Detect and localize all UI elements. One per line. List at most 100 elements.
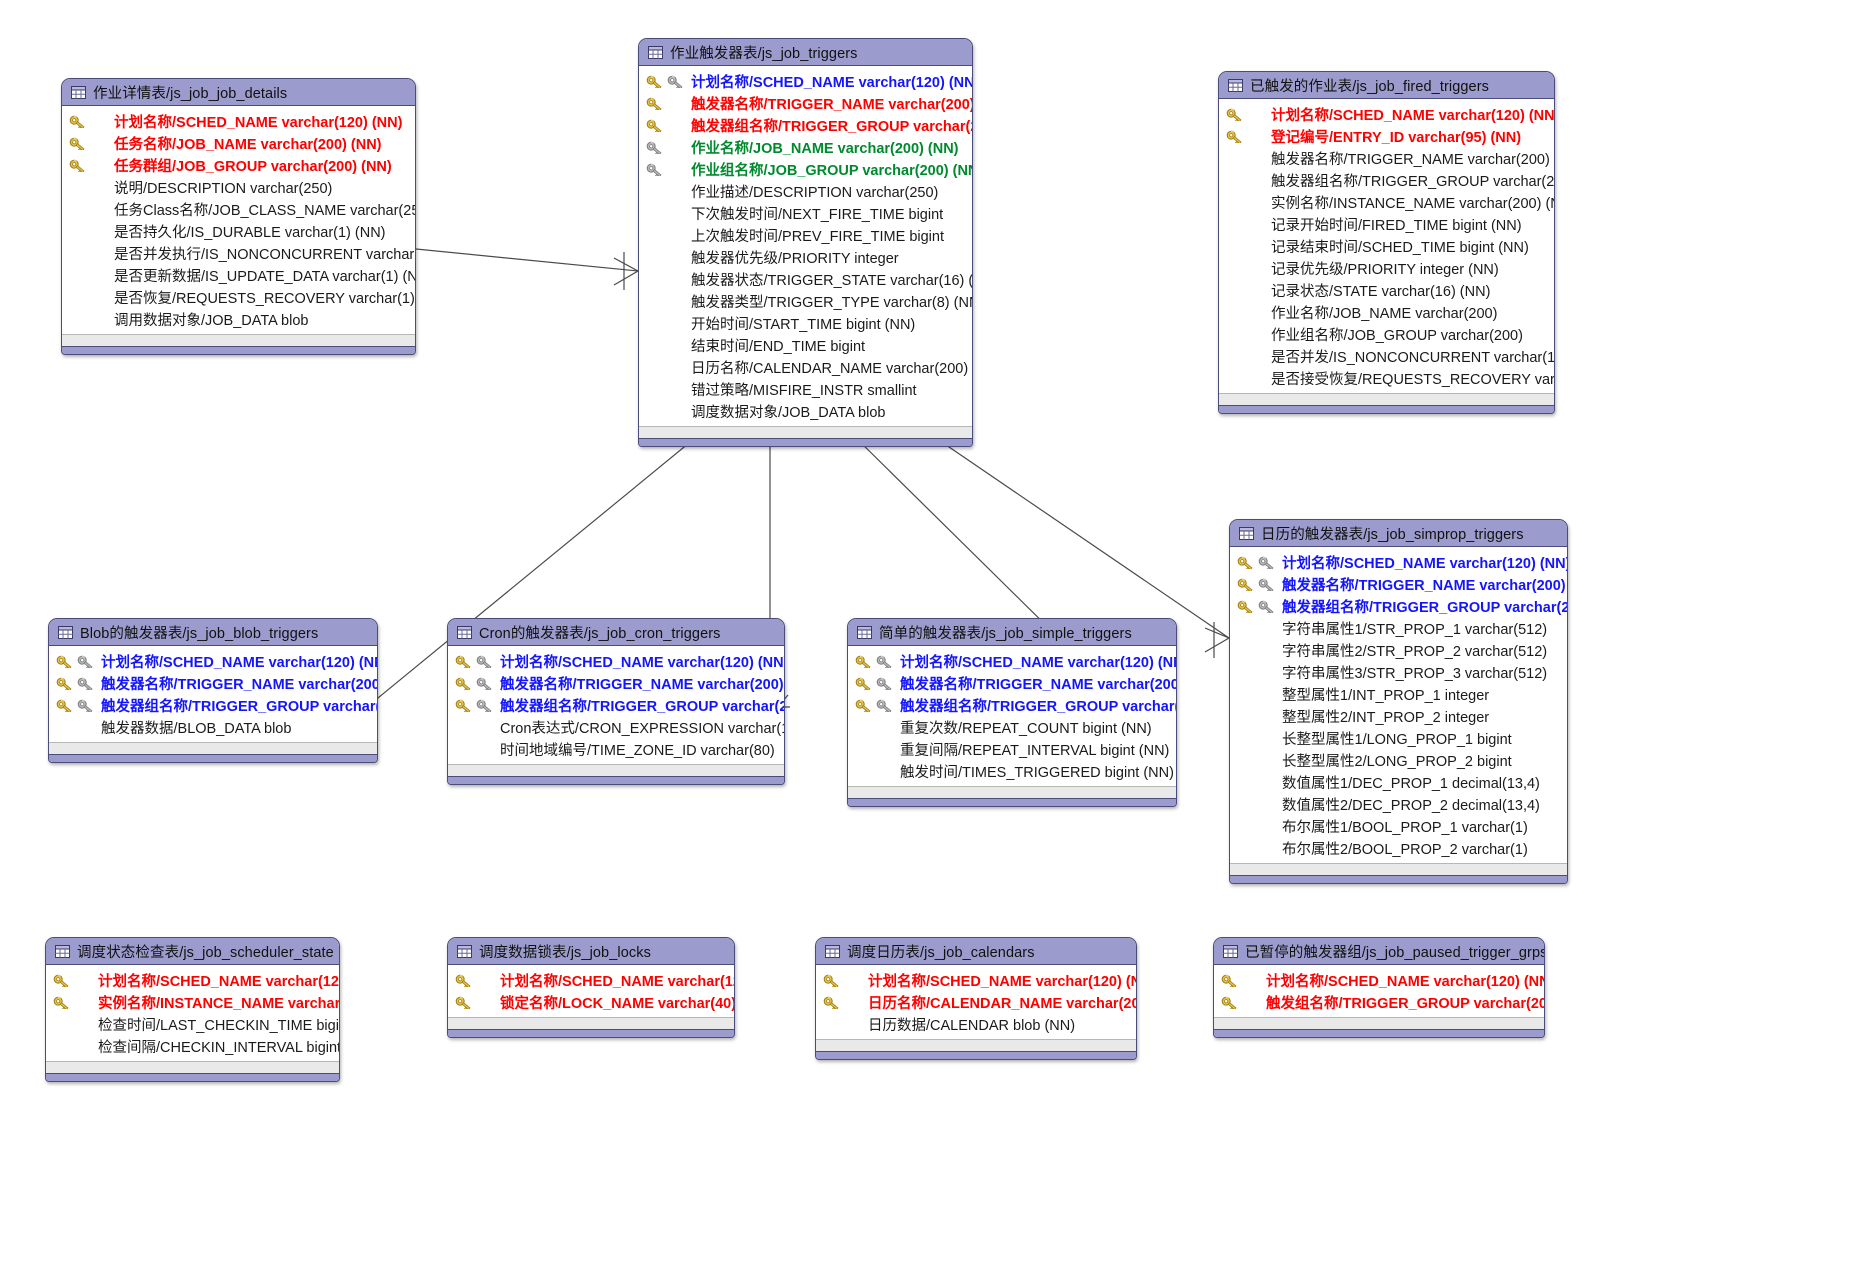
column-row[interactable]: 是否恢复/REQUESTS_RECOVERY varchar(1) (NN) (62, 286, 415, 308)
entity-calendars[interactable]: 调度日历表/js_job_calendars 计划名称/SCHED_NAME va… (815, 937, 1137, 1060)
column-row[interactable]: 日历数据/CALENDAR blob (NN) (816, 1013, 1136, 1035)
column-row[interactable]: 计划名称/SCHED_NAME varchar(120) (NN) (639, 70, 972, 92)
column-row[interactable]: 实例名称/INSTANCE_NAME varchar(200) (NN) (46, 991, 339, 1013)
column-row[interactable]: 触发器组名称/TRIGGER_GROUP varchar(200) (NN) (1230, 595, 1567, 617)
column-row[interactable]: 检查时间/LAST_CHECKIN_TIME bigint (NN) (46, 1013, 339, 1035)
column-row[interactable]: 说明/DESCRIPTION varchar(250) (62, 176, 415, 198)
column-row[interactable]: 触发器组名称/TRIGGER_GROUP varchar(200) (NN) (49, 694, 377, 716)
entity-header-job_details[interactable]: 作业详情表/js_job_job_details (62, 79, 415, 106)
entity-header-job_triggers[interactable]: 作业触发器表/js_job_triggers (639, 39, 972, 66)
column-row[interactable]: 作业组名称/JOB_GROUP varchar(200) (1219, 323, 1554, 345)
entity-header-locks[interactable]: 调度数据锁表/js_job_locks (448, 938, 734, 965)
column-row[interactable]: 计划名称/SCHED_NAME varchar(120) (NN) (448, 969, 734, 991)
column-row[interactable]: 重复间隔/REPEAT_INTERVAL bigint (NN) (848, 738, 1176, 760)
column-row[interactable]: 登记编号/ENTRY_ID varchar(95) (NN) (1219, 125, 1554, 147)
column-row[interactable]: 日历名称/CALENDAR_NAME varchar(200) (639, 356, 972, 378)
column-row[interactable]: 触发器名称/TRIGGER_NAME varchar(200) (NN) (1230, 573, 1567, 595)
column-row[interactable]: 是否更新数据/IS_UPDATE_DATA varchar(1) (NN) (62, 264, 415, 286)
column-row[interactable]: 字符串属性2/STR_PROP_2 varchar(512) (1230, 639, 1567, 661)
column-row[interactable]: 触发器组名称/TRIGGER_GROUP varchar(200) (NN) (448, 694, 784, 716)
column-row[interactable]: 开始时间/START_TIME bigint (NN) (639, 312, 972, 334)
column-row[interactable]: 触发器优先级/PRIORITY integer (639, 246, 972, 268)
entity-simprop_triggers[interactable]: 日历的触发器表/js_job_simprop_triggers 计划名称/SCHE… (1229, 519, 1568, 884)
column-row[interactable]: 布尔属性2/BOOL_PROP_2 varchar(1) (1230, 837, 1567, 859)
column-row[interactable]: 重复次数/REPEAT_COUNT bigint (NN) (848, 716, 1176, 738)
column-row[interactable]: 计划名称/SCHED_NAME varchar(120) (NN) (1214, 969, 1544, 991)
entity-header-calendars[interactable]: 调度日历表/js_job_calendars (816, 938, 1136, 965)
column-row[interactable]: 触发器名称/TRIGGER_NAME varchar(200) (NN) (1219, 147, 1554, 169)
column-row[interactable]: 是否并发执行/IS_NONCONCURRENT varchar(1) (NN) (62, 242, 415, 264)
column-row[interactable]: 实例名称/INSTANCE_NAME varchar(200) (NN) (1219, 191, 1554, 213)
column-row[interactable]: 触发器组名称/TRIGGER_GROUP varchar(200) (NN) (1219, 169, 1554, 191)
column-row[interactable]: 长整型属性2/LONG_PROP_2 bigint (1230, 749, 1567, 771)
entity-simple_triggers[interactable]: 简单的触发器表/js_job_simple_triggers 计划名称/SCHED… (847, 618, 1177, 807)
entity-header-simple_triggers[interactable]: 简单的触发器表/js_job_simple_triggers (848, 619, 1176, 646)
entity-header-scheduler_state[interactable]: 调度状态检查表/js_job_scheduler_state (46, 938, 339, 965)
column-row[interactable]: 任务Class名称/JOB_CLASS_NAME varchar(250) (N… (62, 198, 415, 220)
column-row[interactable]: 计划名称/SCHED_NAME varchar(120) (NN) (848, 650, 1176, 672)
column-row[interactable]: 触发器名称/TRIGGER_NAME varchar(200) (NN) (448, 672, 784, 694)
column-row[interactable]: 触发器名称/TRIGGER_NAME varchar(200) (NN) (848, 672, 1176, 694)
column-row[interactable]: 触发器状态/TRIGGER_STATE varchar(16) (NN) (639, 268, 972, 290)
column-row[interactable]: 计划名称/SCHED_NAME varchar(120) (NN) (46, 969, 339, 991)
column-row[interactable]: 计划名称/SCHED_NAME varchar(120) (NN) (49, 650, 377, 672)
column-row[interactable]: 整型属性1/INT_PROP_1 integer (1230, 683, 1567, 705)
column-row[interactable]: 作业名称/JOB_NAME varchar(200) (1219, 301, 1554, 323)
column-row[interactable]: 作业描述/DESCRIPTION varchar(250) (639, 180, 972, 202)
column-row[interactable]: 错过策略/MISFIRE_INSTR smallint (639, 378, 972, 400)
column-row[interactable]: 调度数据对象/JOB_DATA blob (639, 400, 972, 422)
column-row[interactable]: 触发器名称/TRIGGER_NAME varchar(200) (NN) (639, 92, 972, 114)
column-row[interactable]: 作业名称/JOB_NAME varchar(200) (NN) (639, 136, 972, 158)
column-row[interactable]: 数值属性2/DEC_PROP_2 decimal(13,4) (1230, 793, 1567, 815)
entity-paused_trigger_grps[interactable]: 已暂停的触发器组/js_job_paused_trigger_grps 计划名称/… (1213, 937, 1545, 1038)
column-row[interactable]: 计划名称/SCHED_NAME varchar(120) (NN) (448, 650, 784, 672)
column-row[interactable]: 日历名称/CALENDAR_NAME varchar(200) (NN) (816, 991, 1136, 1013)
column-row[interactable]: 时间地域编号/TIME_ZONE_ID varchar(80) (448, 738, 784, 760)
column-row[interactable]: 是否接受恢复/REQUESTS_RECOVERY varchar(1) (1219, 367, 1554, 389)
entity-job_triggers[interactable]: 作业触发器表/js_job_triggers 计划名称/SCHED_NAME va… (638, 38, 973, 447)
entity-fired_triggers[interactable]: 已触发的作业表/js_job_fired_triggers 计划名称/SCHED_… (1218, 71, 1555, 414)
entity-scheduler_state[interactable]: 调度状态检查表/js_job_scheduler_state 计划名称/SCHED… (45, 937, 340, 1082)
column-row[interactable]: 触发组名称/TRIGGER_GROUP varchar(200) (NN) (1214, 991, 1544, 1013)
column-row[interactable]: 记录开始时间/FIRED_TIME bigint (NN) (1219, 213, 1554, 235)
column-row[interactable]: 触发器数据/BLOB_DATA blob (49, 716, 377, 738)
column-row[interactable]: 记录状态/STATE varchar(16) (NN) (1219, 279, 1554, 301)
column-row[interactable]: 锁定名称/LOCK_NAME varchar(40) (NN) (448, 991, 734, 1013)
column-row[interactable]: 调用数据对象/JOB_DATA blob (62, 308, 415, 330)
column-row[interactable]: 触发器类型/TRIGGER_TYPE varchar(8) (NN) (639, 290, 972, 312)
column-row[interactable]: 布尔属性1/BOOL_PROP_1 varchar(1) (1230, 815, 1567, 837)
column-row[interactable]: 任务群组/JOB_GROUP varchar(200) (NN) (62, 154, 415, 176)
column-row[interactable]: 下次触发时间/NEXT_FIRE_TIME bigint (639, 202, 972, 224)
column-row[interactable]: 计划名称/SCHED_NAME varchar(120) (NN) (1219, 103, 1554, 125)
column-row[interactable]: 触发时间/TIMES_TRIGGERED bigint (NN) (848, 760, 1176, 782)
column-row[interactable]: 记录优先级/PRIORITY integer (NN) (1219, 257, 1554, 279)
column-row[interactable]: 字符串属性3/STR_PROP_3 varchar(512) (1230, 661, 1567, 683)
column-row[interactable]: 结束时间/END_TIME bigint (639, 334, 972, 356)
column-row[interactable]: 长整型属性1/LONG_PROP_1 bigint (1230, 727, 1567, 749)
entity-header-simprop_triggers[interactable]: 日历的触发器表/js_job_simprop_triggers (1230, 520, 1567, 547)
entity-cron_triggers[interactable]: Cron的触发器表/js_job_cron_triggers 计划名称/SCHED… (447, 618, 785, 785)
column-row[interactable]: 触发器名称/TRIGGER_NAME varchar(200) (NN) (49, 672, 377, 694)
column-row[interactable]: 是否并发/IS_NONCONCURRENT varchar(1) (1219, 345, 1554, 367)
column-row[interactable]: 数值属性1/DEC_PROP_1 decimal(13,4) (1230, 771, 1567, 793)
column-row[interactable]: Cron表达式/CRON_EXPRESSION varchar(120) (NN… (448, 716, 784, 738)
column-row[interactable]: 作业组名称/JOB_GROUP varchar(200) (NN) (639, 158, 972, 180)
entity-header-fired_triggers[interactable]: 已触发的作业表/js_job_fired_triggers (1219, 72, 1554, 99)
column-row[interactable]: 计划名称/SCHED_NAME varchar(120) (NN) (816, 969, 1136, 991)
column-row[interactable]: 是否持久化/IS_DURABLE varchar(1) (NN) (62, 220, 415, 242)
entity-header-cron_triggers[interactable]: Cron的触发器表/js_job_cron_triggers (448, 619, 784, 646)
column-row[interactable]: 计划名称/SCHED_NAME varchar(120) (NN) (1230, 551, 1567, 573)
column-row[interactable]: 任务名称/JOB_NAME varchar(200) (NN) (62, 132, 415, 154)
column-row[interactable]: 检查间隔/CHECKIN_INTERVAL bigint (NN) (46, 1035, 339, 1057)
entity-header-blob_triggers[interactable]: Blob的触发器表/js_job_blob_triggers (49, 619, 377, 646)
entity-job_details[interactable]: 作业详情表/js_job_job_details 计划名称/SCHED_NAME … (61, 78, 416, 355)
column-row[interactable]: 计划名称/SCHED_NAME varchar(120) (NN) (62, 110, 415, 132)
entity-locks[interactable]: 调度数据锁表/js_job_locks 计划名称/SCHED_NAME varch… (447, 937, 735, 1038)
column-row[interactable]: 整型属性2/INT_PROP_2 integer (1230, 705, 1567, 727)
column-row[interactable]: 触发器组名称/TRIGGER_GROUP varchar(200) (NN) (848, 694, 1176, 716)
column-row[interactable]: 字符串属性1/STR_PROP_1 varchar(512) (1230, 617, 1567, 639)
entity-blob_triggers[interactable]: Blob的触发器表/js_job_blob_triggers 计划名称/SCHED… (48, 618, 378, 763)
column-row[interactable]: 上次触发时间/PREV_FIRE_TIME bigint (639, 224, 972, 246)
column-row[interactable]: 触发器组名称/TRIGGER_GROUP varchar(200) (NN) (639, 114, 972, 136)
entity-header-paused_trigger_grps[interactable]: 已暂停的触发器组/js_job_paused_trigger_grps (1214, 938, 1544, 965)
